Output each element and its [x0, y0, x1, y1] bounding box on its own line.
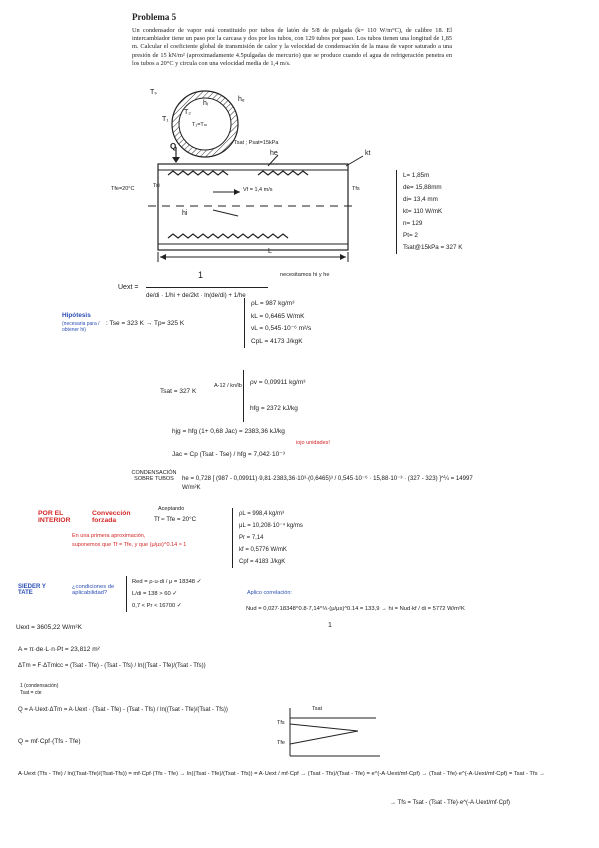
condensacion-label: CONDENSACIÓN SOBRE TUBOS	[131, 470, 177, 482]
tsat-note: Tsat ; Psat=15kPa	[234, 140, 279, 146]
kt-label: kt	[365, 150, 371, 157]
problem-statement: Un condensador de vapor está constituido…	[132, 27, 452, 67]
dtm-equation: ΔTm = F·ΔTmlcc = (Tsat - Tfe) - (Tsat - …	[18, 663, 206, 669]
uext-den: de/di · 1/hi + de/2kt · ln(de/di) + 1/he	[146, 292, 246, 299]
dtm-note: 1 (condensación)	[20, 683, 59, 689]
problem-title: Problema 5	[132, 12, 177, 22]
sieder-checks: Red = ρ·u·di / μ = 18348 ✓ L/di = 138 > …	[126, 576, 202, 612]
prop-item: kL = 0,6465 W/mK	[251, 312, 305, 320]
aplicabilidad-question: ¿condiciones de aplicabilidad?	[72, 584, 115, 596]
tfe-label: Tfe=20°C	[111, 186, 135, 192]
forced-convection-label: Convección forzada	[92, 510, 131, 524]
tm-label: T₁=Tₘ	[192, 122, 208, 128]
area-result: A = π·de·L·n·Pt = 23,812 m²	[18, 646, 100, 653]
interior-hint2: suponemos que Tf = Tfe, y que (μ/μs)^0.1…	[72, 542, 187, 548]
hipotesis-label: Hipótesis	[62, 312, 91, 319]
profile-tsat: Tsat	[312, 706, 323, 712]
t1-label: T₁	[162, 116, 169, 123]
data-item: de= 15,88mm	[403, 184, 442, 191]
final-result: → Tfs = Tsat - (Tsat - Tfe)·e^(-A·Uext/m…	[390, 800, 510, 806]
tsi-label: Tsi	[153, 183, 160, 189]
interior-label: POR EL INTERIOR	[38, 510, 71, 524]
data-item: Pt= 2	[403, 232, 418, 239]
sieder-tate-label: SIEDER Y TATE	[18, 584, 46, 596]
final-derivation: A·Uext (Tfs - Tfe) / ln((Tsat-Tfe)/(Tsat…	[18, 771, 545, 777]
uext-fraction-bar	[146, 287, 268, 288]
he-label: hₑ	[238, 96, 245, 103]
hipotesis-tse: : Tse = 323 K → Tp= 325 K	[106, 320, 185, 327]
data-list: L= 1,85m de= 15,88mm di= 13,4 mm kt= 110…	[396, 170, 462, 254]
dtm-note2: Tsat = cte	[20, 690, 42, 696]
ojo-note: iojo unidades!	[296, 440, 330, 446]
check-item: Red = ρ·u·di / μ = 18348 ✓	[132, 579, 202, 585]
q-equation: Q = A·Uext·ΔTm = A·Uext · (Tsat - Tfe) -…	[18, 707, 228, 713]
q-equation-2: Q = mf·Cpf·(Tfs - Tfe)	[18, 738, 81, 745]
prop-item: νL = 0,545·10⁻⁶ m²/s	[251, 325, 312, 332]
heat-exchanger-sketch	[148, 147, 364, 262]
data-item: L= 1,85m	[403, 172, 430, 179]
vf-label: Vf = 1,4 m/s	[243, 187, 273, 193]
prop-item: ρL = 987 kg/m³	[251, 300, 295, 307]
tfs-label: Tfs	[352, 186, 360, 192]
check-item: L/di = 138 > 60 ✓	[132, 591, 178, 597]
prop-item: Cpf = 4183 J/kgK	[239, 559, 286, 565]
temperature-profile-sketch	[289, 708, 380, 757]
data-item: n= 129	[403, 220, 423, 227]
q-label: Q	[170, 142, 177, 151]
t2-label: T₂	[184, 109, 191, 116]
prop-item: ρL = 998,4 kg/m³	[239, 511, 285, 517]
uext-result: Uext = 3605,22 W/m²K	[16, 624, 82, 631]
hi-label: hᵢ	[203, 100, 208, 107]
profile-tfe: Tfe	[277, 740, 285, 746]
tf-label: Tf ≈ Tfe = 20°C	[154, 516, 197, 523]
he-hx-label: he	[270, 150, 278, 157]
tsat-arrow: A-12 / kn/lb	[214, 383, 242, 389]
interior-hint1: En una primera aproximación,	[72, 533, 146, 539]
hipotesis-sub: (necesaria para / obtener hi)	[62, 321, 100, 333]
jac-line: Jac = Cp (Tsat - Tse) / hfg = 7,042·10⁻³	[172, 451, 285, 458]
tsat-props: ρv = 0,09911 kg/m³ hfg = 2372 kJ/kg	[243, 370, 305, 422]
l-label: L	[268, 248, 272, 255]
prop-item: hfg = 2372 kJ/kg	[250, 405, 298, 412]
aceptando-label: Aceptando	[158, 506, 185, 512]
data-item: di= 13,4 mm	[403, 196, 438, 203]
prop-item: Pr = 7,14	[239, 535, 264, 541]
viscosity-ratio-one: 1	[328, 622, 332, 629]
prop-item: ρv = 0,09911 kg/m³	[250, 379, 306, 386]
tube-cross-section-sketch	[171, 90, 239, 158]
ts-label: Tₛ	[150, 89, 157, 96]
hipotesis-props: ρL = 987 kg/m³ kL = 0,6465 W/mK νL = 0,5…	[244, 298, 311, 348]
hfg-line: hjg = hfg (1+ 0,68 Jac) = 2383,36 kJ/kg	[172, 428, 285, 435]
prop-item: kf = 0,5776 W/mK	[239, 547, 287, 553]
nusselt-equation: Nud = 0,027·18348^0.8·7,14^⅓·(μ/μs)^0.14…	[246, 606, 465, 612]
tsat-lhs: Tsat = 327 K	[160, 388, 197, 395]
uext-lhs: Uext =	[118, 284, 139, 291]
uext-note: necesitamos hi y he	[280, 272, 330, 278]
he-equation: he = 0,728 [ (987 - 0,09911)·9,81·2383,3…	[182, 475, 473, 491]
data-item: kt= 110 W/mK	[403, 208, 443, 215]
prop-item: μL = 10,208·10⁻⁴ kg/ms	[239, 523, 303, 529]
data-item: Tsat@15kPa = 327 K	[403, 244, 463, 251]
hi-hx-label: hi	[182, 210, 188, 217]
profile-tfs: Tfs	[277, 720, 285, 726]
aplico-correlacion: Aplico correlación:	[247, 590, 292, 596]
interior-props: ρL = 998,4 kg/m³ μL = 10,208·10⁻⁴ kg/ms …	[232, 508, 303, 568]
prop-item: CpL = 4173 J/kgK	[251, 337, 303, 345]
check-item: 0,7 < Pr < 16700 ✓	[132, 603, 182, 609]
uext-num: 1	[198, 270, 204, 280]
